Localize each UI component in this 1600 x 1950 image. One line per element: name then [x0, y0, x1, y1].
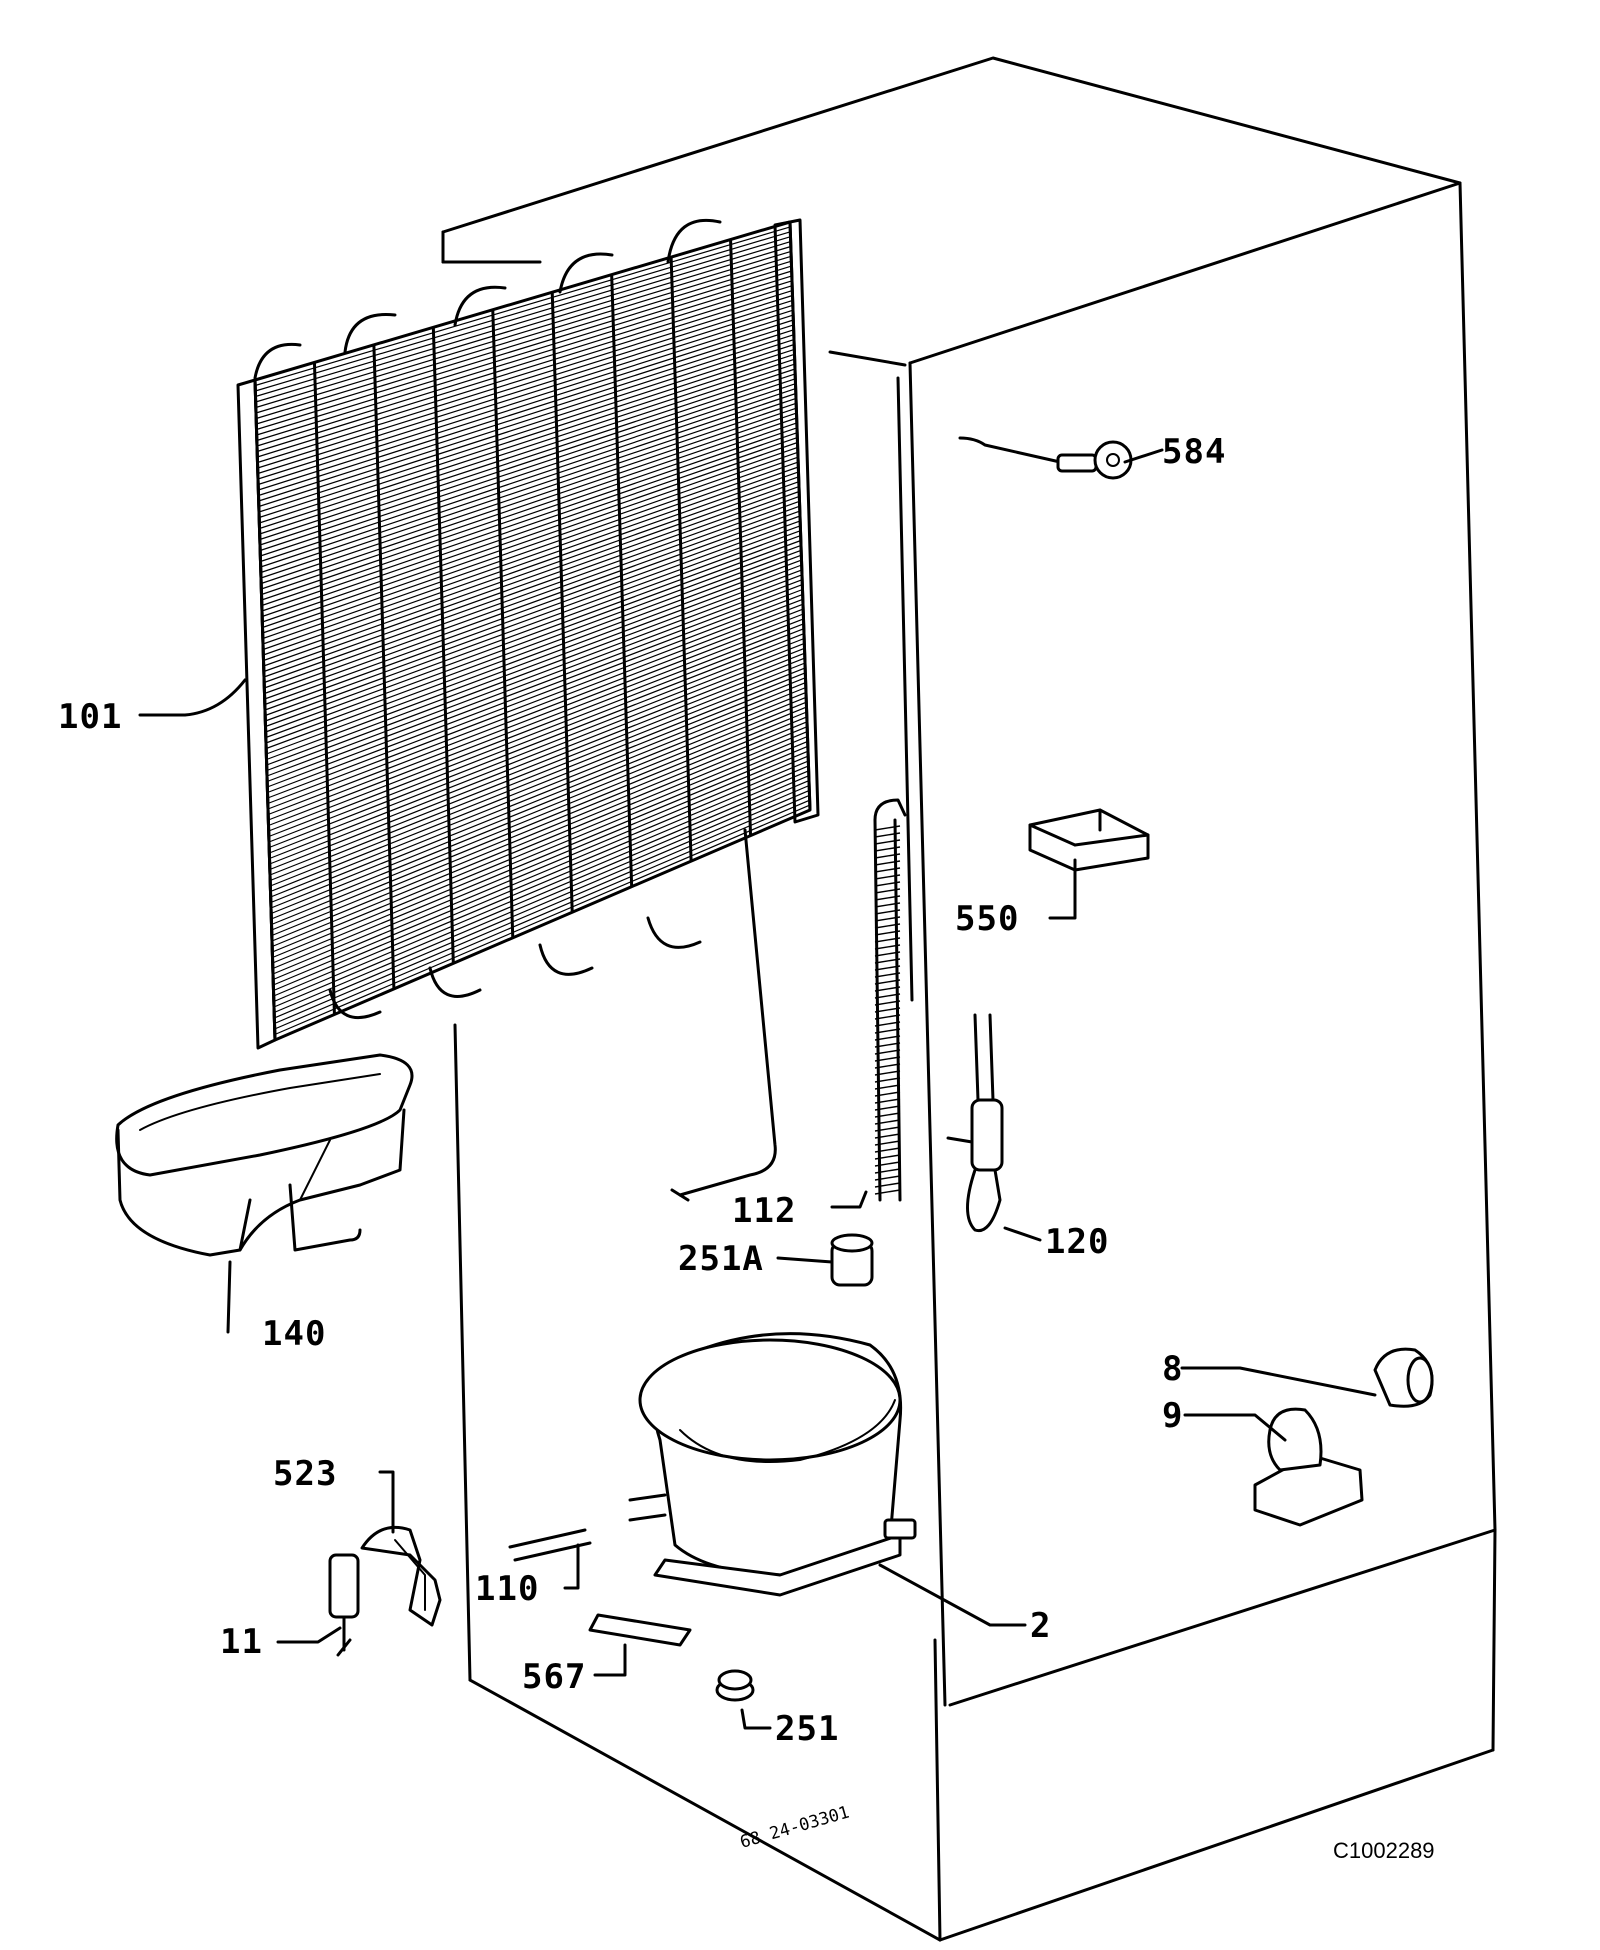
- label-584: 584: [1162, 432, 1226, 472]
- compressor-2: [628, 1332, 917, 1597]
- figure-code: C1002289: [1333, 1838, 1435, 1863]
- label-251a: 251A: [678, 1239, 764, 1279]
- label-567: 567: [522, 1657, 586, 1697]
- label-112: 112: [732, 1191, 796, 1231]
- drawing-stamp: 68 24-03301: [738, 1803, 852, 1853]
- label-251: 251: [775, 1709, 839, 1749]
- label-2: 2: [1030, 1606, 1051, 1646]
- thermostat-584: [958, 436, 1133, 480]
- drip-tray-140: [115, 1053, 414, 1257]
- label-8: 8: [1162, 1349, 1183, 1389]
- bracket-550: [1028, 808, 1150, 872]
- grommet-251a: [830, 1233, 874, 1287]
- label-550: 550: [955, 899, 1019, 939]
- capacitor-11: [328, 1553, 360, 1657]
- label-140: 140: [262, 1314, 326, 1354]
- label-101: 101: [58, 697, 122, 737]
- lamp-8: [1373, 1347, 1434, 1408]
- clamp-523: [360, 1525, 442, 1627]
- label-11: 11: [220, 1622, 263, 1662]
- cabinet: [441, 56, 1497, 1942]
- label-523: 523: [273, 1454, 337, 1494]
- capillary-tube-112: [873, 798, 907, 1202]
- label-9: 9: [1162, 1396, 1183, 1436]
- label-120: 120: [1045, 1222, 1109, 1262]
- label-110: 110: [475, 1569, 539, 1609]
- plate-567: [588, 1613, 692, 1647]
- condenser-101: [236, 218, 820, 1202]
- part-labels: 584 101 550 112 120 251A 140 8 9 523 110…: [58, 432, 1226, 1749]
- lamp-holder-9: [1253, 1407, 1364, 1527]
- grommet-251: [715, 1669, 755, 1702]
- leader-lines: [138, 448, 1377, 1730]
- relay-120: [946, 1013, 1004, 1233]
